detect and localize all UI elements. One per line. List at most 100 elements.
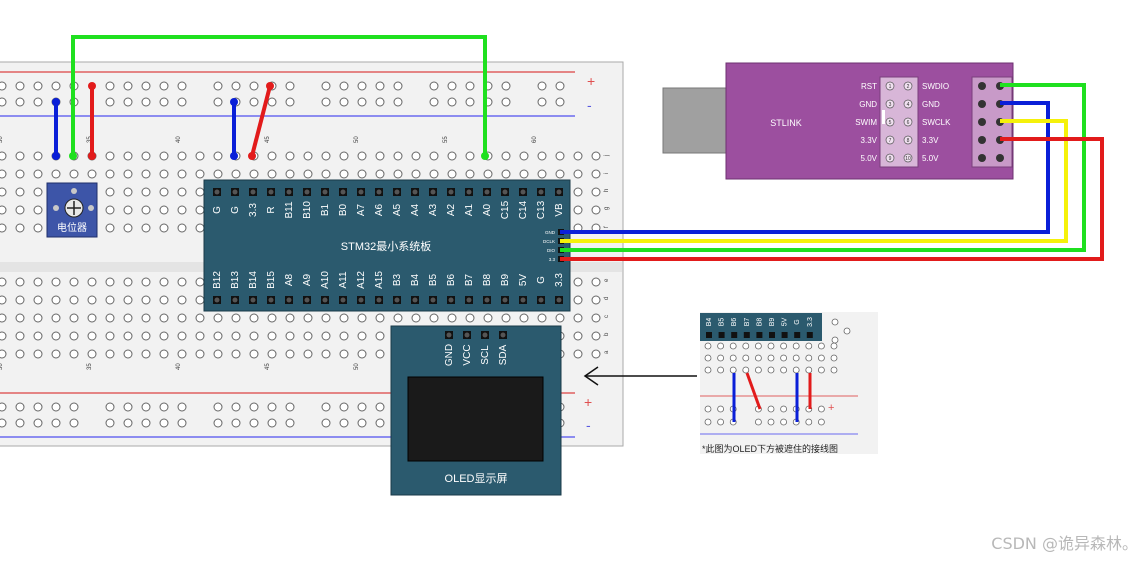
- terminal-hole: [285, 331, 295, 341]
- stlink-pin-number: 7: [889, 138, 892, 144]
- terminal-hole: [321, 151, 331, 161]
- rail-hole: [213, 402, 223, 412]
- wire-green-swdio: [560, 83, 1086, 252]
- inset-hole: [792, 366, 800, 374]
- terminal-hole: [447, 169, 457, 179]
- rail-hole: [15, 402, 25, 412]
- stm32-side-label: GND: [545, 230, 556, 235]
- terminal-hole: [33, 313, 43, 323]
- terminal-hole: [87, 169, 97, 179]
- column-number-top: 40: [176, 136, 182, 143]
- terminal-hole: [321, 349, 331, 359]
- terminal-hole: [123, 295, 133, 305]
- terminal-hole: [0, 349, 7, 359]
- terminal-hole: [15, 187, 25, 197]
- stlink-pin-number: 2: [907, 84, 910, 90]
- watermark: CSDN @诡异森林。: [991, 534, 1138, 553]
- stm32-top-pin-label: G: [230, 206, 241, 214]
- rail-hole: [357, 402, 367, 412]
- stm32-top-pin-label: A1: [464, 203, 475, 216]
- stm32-bottom-pin-label: B5: [428, 273, 439, 286]
- inset-pin-label: B7: [744, 318, 751, 327]
- terminal-hole: [285, 313, 295, 323]
- rail-hole: [375, 81, 385, 91]
- inset-hole: [780, 354, 787, 362]
- terminal-hole: [105, 349, 115, 359]
- terminal-hole: [267, 349, 277, 359]
- terminal-hole: [51, 349, 61, 359]
- rail-hole: [357, 418, 367, 428]
- row-letter: c: [604, 315, 610, 318]
- row-letter: g: [604, 207, 610, 210]
- terminal-hole: [303, 151, 313, 161]
- stm32-bottom-pin-label: B6: [446, 273, 457, 286]
- stm32-bottom-pin-label: B7: [464, 273, 475, 286]
- column-number-bottom: 40: [176, 363, 182, 370]
- stm32-top-pin-label: 3.3: [248, 203, 259, 217]
- rail-hole: [123, 418, 133, 428]
- terminal-hole: [0, 313, 7, 323]
- stlink-right-label: SWCLK: [922, 118, 951, 127]
- row-letter: d: [604, 297, 610, 300]
- rail-hole: [537, 97, 547, 107]
- terminal-hole: [267, 313, 277, 323]
- terminal-hole: [303, 313, 313, 323]
- terminal-hole: [357, 169, 367, 179]
- terminal-hole: [447, 151, 457, 161]
- rail-hole: [0, 418, 7, 428]
- rail-hole: [285, 81, 295, 91]
- terminal-hole: [573, 187, 583, 197]
- rail-hole: [537, 81, 547, 91]
- stlink-right-label: SWDIO: [922, 82, 949, 91]
- terminal-hole: [501, 313, 511, 323]
- inset-hole: [805, 366, 813, 374]
- rail-hole: [141, 418, 151, 428]
- terminal-hole: [519, 313, 529, 323]
- terminal-hole: [339, 169, 349, 179]
- rail-hole: [177, 418, 187, 428]
- stlink-pin-number: 8: [907, 138, 910, 144]
- stm32-top-pin-label: A0: [482, 203, 493, 216]
- terminal-hole: [141, 223, 151, 233]
- rail-hole: [285, 97, 295, 107]
- terminal-hole: [141, 169, 151, 179]
- wire-red-mid: [250, 85, 272, 157]
- wires: [52, 35, 1104, 261]
- terminal-hole: [501, 151, 511, 161]
- rail-hole: [33, 418, 43, 428]
- terminal-hole: [69, 313, 79, 323]
- rail-hole: [357, 97, 367, 107]
- inset-hole: [767, 405, 775, 413]
- terminal-hole: [123, 205, 133, 215]
- column-number-bottom: 50: [354, 363, 360, 370]
- terminal-hole: [483, 169, 493, 179]
- stlink-pin-number: 5: [889, 120, 892, 126]
- terminal-hole: [0, 295, 7, 305]
- terminal-hole: [195, 331, 205, 341]
- rail-hole: [321, 402, 331, 412]
- inset-hole: [818, 354, 825, 362]
- terminal-hole: [87, 313, 97, 323]
- column-number-bottom: 45: [265, 363, 271, 370]
- terminal-hole: [339, 349, 349, 359]
- stm32-bottom-pin-label: B4: [410, 273, 421, 286]
- oled-title: OLED显示屏: [445, 472, 508, 485]
- stm32-bottom-pin-label: B9: [500, 273, 511, 286]
- terminal-hole: [33, 331, 43, 341]
- terminal-hole: [105, 223, 115, 233]
- terminal-hole: [177, 277, 187, 287]
- terminal-hole: [141, 277, 151, 287]
- terminal-hole: [591, 331, 601, 341]
- terminal-hole: [159, 205, 169, 215]
- inset-hole: [805, 354, 813, 362]
- terminal-hole: [573, 205, 583, 215]
- stm32-bottom-pin-label: B14: [248, 271, 259, 289]
- terminal-hole: [159, 313, 169, 323]
- rail-hole: [159, 81, 169, 91]
- inset-caption: *此图为OLED下方被遮住的接线图: [702, 443, 838, 454]
- terminal-hole: [177, 349, 187, 359]
- rail-hole: [249, 418, 259, 428]
- terminal-hole: [159, 277, 169, 287]
- terminal-hole: [33, 169, 43, 179]
- column-number-bottom: 30: [0, 363, 4, 370]
